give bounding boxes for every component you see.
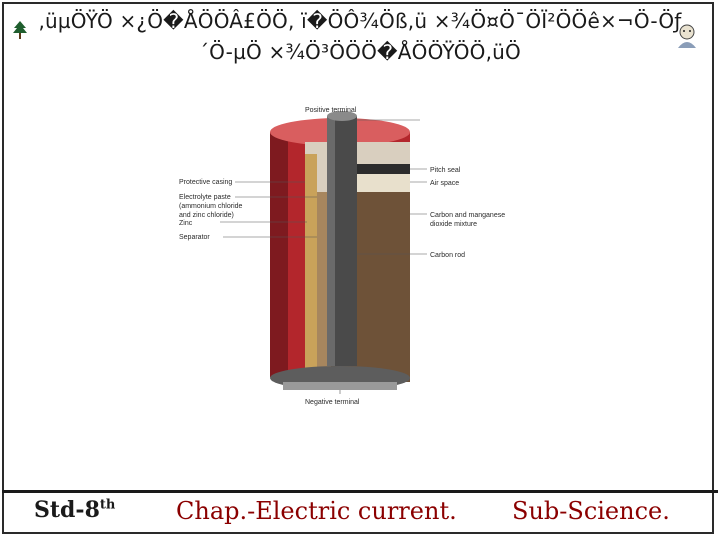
dry-cell-diagram: Positive terminal Pitch seal Air space C… <box>175 102 575 410</box>
label-zinc: Zinc <box>179 220 193 227</box>
label-negative-terminal: Negative terminal <box>305 399 360 406</box>
label-air-space: Air space <box>430 180 459 187</box>
slide-title: ,üµÖŸÖ ×¿Ö�ÅÖÖÂ£ÖÖ, ï�ÖÔ¾Öß,ü ×¾Ö¤Ö¯ÖÏ²Ö… <box>20 6 700 68</box>
standard-sup: th <box>100 498 115 513</box>
zinc-layer <box>305 154 317 382</box>
subject-label: Sub-Science. <box>512 497 670 525</box>
standard-text: Std-8 <box>34 497 100 523</box>
label-positive-terminal: Positive terminal <box>305 107 357 114</box>
negative-terminal <box>283 382 397 390</box>
footer: Std-8th Chap.-Electric current. Sub-Scie… <box>0 493 720 535</box>
label-electrolyte-paste: Electrolyte paste <box>179 194 231 201</box>
label-carbon-rod: Carbon rod <box>430 252 465 259</box>
label-dioxide-mixture: dioxide mixture <box>430 221 477 228</box>
label-separator: Separator <box>179 234 210 241</box>
avatar-icon <box>674 22 700 48</box>
air-space <box>357 174 410 192</box>
label-pitch-seal: Pitch seal <box>430 167 461 174</box>
title-line-2: ´Ö-µÖ ×¾Ö³ÖÖÖ�ÅÖÖŸÖÖ,üÖ <box>20 37 700 68</box>
label-carbon-manganese: Carbon and manganese <box>430 212 505 219</box>
label-zinc-chloride: and zinc chloride) <box>179 212 234 219</box>
label-protective-casing: Protective casing <box>179 179 232 186</box>
chapter-label: Chap.-Electric current. <box>176 497 457 525</box>
pitch-seal <box>357 164 410 174</box>
title-line-1: ,üµÖŸÖ ×¿Ö�ÅÖÖÂ£ÖÖ, ï�ÖÔ¾Öß,ü ×¾Ö¤Ö¯ÖÏ²Ö… <box>20 6 700 37</box>
label-ammonium-chloride: (ammonium chloride <box>179 203 243 210</box>
standard-label: Std-8th <box>34 497 115 523</box>
